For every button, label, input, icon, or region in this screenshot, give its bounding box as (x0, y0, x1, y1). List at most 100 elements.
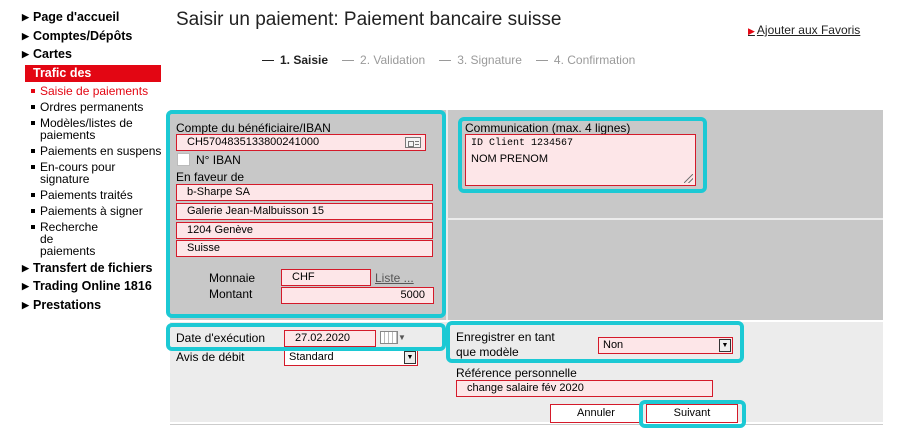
favorites-label: Ajouter aux Favoris (756, 23, 861, 37)
bullet-icon (31, 104, 35, 109)
nav-comptes-depots[interactable]: ▶ Comptes/Dépôts (22, 27, 162, 46)
sidebar-nav: ▶Page d'accueil ▶Comptes/Dépôts ▶Cartes … (22, 8, 162, 314)
sub-item-modeles-listes[interactable]: Modèles/listes de paiements (31, 115, 162, 143)
amount-value: 5000 (400, 289, 425, 301)
bullet-icon (31, 148, 35, 153)
iban-value: CH5704835133800241000 (187, 136, 320, 148)
sub-item-label: Modèles/listes de paiements (40, 115, 133, 142)
beneficiary-line-value: b-Sharpe SA (187, 186, 250, 198)
personal-ref-input[interactable]: change salaire fév 2020 (456, 380, 713, 397)
favorites-link[interactable]: ▶Ajouter aux Favoris (748, 23, 860, 37)
currency-label: Monnaie (209, 271, 256, 285)
sub-item-en-cours-signature[interactable]: En-cours pour signature (31, 159, 162, 187)
step-validation: 2. Validation (342, 53, 425, 67)
save-template-value: Non (603, 339, 624, 351)
amount-input[interactable]: 5000 (281, 287, 434, 304)
amount-label: Montant (209, 287, 253, 301)
chevron-down-icon[interactable]: ▼ (398, 333, 406, 342)
communication-textarea[interactable]: ID Client 1234567 NOM PRENOM (465, 134, 696, 186)
beneficiary-line-4[interactable]: Suisse (176, 240, 433, 257)
step-saisie: 1. Saisie (262, 53, 328, 67)
currency-list-link[interactable]: Liste ... (375, 271, 414, 285)
calendar-icon[interactable] (380, 331, 398, 344)
nav-label: Comptes/Dépôts (33, 28, 133, 43)
nav-trading-online[interactable]: ▶ Trading Online 1816 (22, 277, 162, 296)
triangle-right-icon: ▶ (22, 262, 29, 273)
bullet-icon (31, 88, 35, 93)
nav-label: Trading Online 1816 (33, 279, 152, 293)
sub-nav: Saisie de paiements Ordres permanents Mo… (22, 83, 162, 259)
beneficiary-label: En faveur de (176, 170, 245, 184)
sub-item-label: En-cours pour signature (40, 159, 116, 186)
sub-item-paiements-suspens[interactable]: Paiements en suspens (31, 143, 162, 159)
personal-ref-value: change salaire fév 2020 (467, 382, 584, 394)
nav-trafic-paiements[interactable]: Trafic des paiements (25, 64, 161, 97)
cancel-button[interactable]: Annuler (550, 404, 642, 423)
nav-label: Prestations (33, 297, 102, 312)
page-title: Saisir un paiement: Paiement bancaire su… (176, 9, 562, 30)
currency-input[interactable]: CHF (281, 269, 371, 286)
sub-item-paiements-traites[interactable]: Paiements traités (31, 187, 162, 203)
beneficiary-line-value: Suisse (187, 242, 221, 254)
sub-item-label: Paiements à signer (40, 203, 143, 218)
communication-line-1: ID Client 1234567 (471, 138, 574, 149)
triangle-right-icon: ▶ (22, 49, 29, 59)
step-confirmation: 4. Confirmation (535, 53, 636, 67)
iban-input[interactable]: CH5704835133800241000 (176, 134, 426, 151)
triangle-right-icon: ▶ (748, 26, 755, 36)
wizard-steps: 1. Saisie 2. Validation 3. Signature 4. … (262, 53, 649, 67)
card-lookup-icon[interactable] (405, 137, 421, 148)
triangle-right-icon: ▶ (22, 12, 29, 22)
currency-value: CHF (292, 271, 315, 283)
exec-date-value: 27.02.2020 (295, 332, 351, 344)
sub-item-recherche-paiements[interactable]: Recherche de paiements (31, 219, 162, 259)
nav-page-accueil[interactable]: ▶Page d'accueil (22, 8, 162, 27)
debit-notice-select[interactable]: Standard▼ (284, 349, 418, 366)
communication-label: Communication (max. 4 lignes) (465, 121, 631, 135)
nav-cartes[interactable]: ▶ Cartes (22, 45, 162, 64)
nav-label: Transfert de fichiers (33, 260, 153, 275)
beneficiary-line-2[interactable]: Galerie Jean-Malbuisson 15 (176, 203, 433, 220)
step-signature: 3. Signature (439, 53, 522, 67)
nav-transfert-fichiers[interactable]: ▶ Transfert de fichiers (22, 259, 162, 278)
sub-item-label: Paiements en suspens (40, 143, 162, 158)
next-button[interactable]: Suivant (646, 404, 738, 423)
resize-handle-icon[interactable] (684, 174, 693, 183)
save-template-label-2: que modèle (456, 345, 519, 359)
save-template-select[interactable]: Non ▼ (598, 337, 733, 354)
chevron-down-icon: ▼ (719, 339, 731, 352)
iban-checkbox[interactable] (177, 153, 190, 166)
sub-item-ordres-permanents[interactable]: Ordres permanents (31, 99, 162, 115)
row-divider (448, 218, 883, 220)
iban-checkbox-label: N° IBAN (196, 153, 241, 167)
nav-label: Cartes (33, 47, 72, 61)
beneficiary-line-1[interactable]: b-Sharpe SA (176, 184, 433, 201)
sub-item-saisie-paiements[interactable]: Saisie de paiements (31, 83, 162, 99)
step-label: 4. Confirmation (553, 53, 636, 67)
chevron-down-icon: ▼ (404, 351, 416, 364)
bullet-icon (31, 120, 35, 125)
bullet-icon (31, 164, 35, 169)
sub-item-paiements-signer[interactable]: Paiements à signer (31, 203, 162, 219)
sub-item-label: Recherche de paiements (40, 219, 99, 258)
sub-item-label: Paiements traités (40, 187, 133, 202)
iban-label: Compte du bénéficiaire/IBAN (176, 121, 331, 135)
exec-date-input[interactable]: 27.02.2020 (284, 330, 376, 347)
beneficiary-line-value: 1204 Genève (187, 224, 254, 236)
beneficiary-line-3[interactable]: 1204 Genève (176, 222, 433, 239)
triangle-right-icon: ▶ (22, 30, 29, 41)
triangle-right-icon: ▶ (22, 281, 29, 291)
step-label: 1. Saisie (280, 53, 329, 67)
sub-item-label: Saisie de paiements (40, 83, 149, 98)
step-label: 2. Validation (360, 53, 426, 67)
beneficiary-line-value: Galerie Jean-Malbuisson 15 (187, 205, 324, 217)
save-template-label-1: Enregistrer en tant (456, 330, 555, 344)
triangle-right-icon: ▶ (22, 299, 29, 310)
column-divider (446, 110, 448, 320)
bullet-icon (31, 208, 35, 213)
personal-ref-label: Référence personnelle (456, 366, 577, 380)
debit-notice-label: Avis de débit (176, 350, 245, 364)
nav-prestations[interactable]: ▶ Prestations (22, 296, 162, 315)
communication-line-2: NOM PRENOM (471, 153, 548, 165)
bullet-icon (31, 224, 35, 229)
